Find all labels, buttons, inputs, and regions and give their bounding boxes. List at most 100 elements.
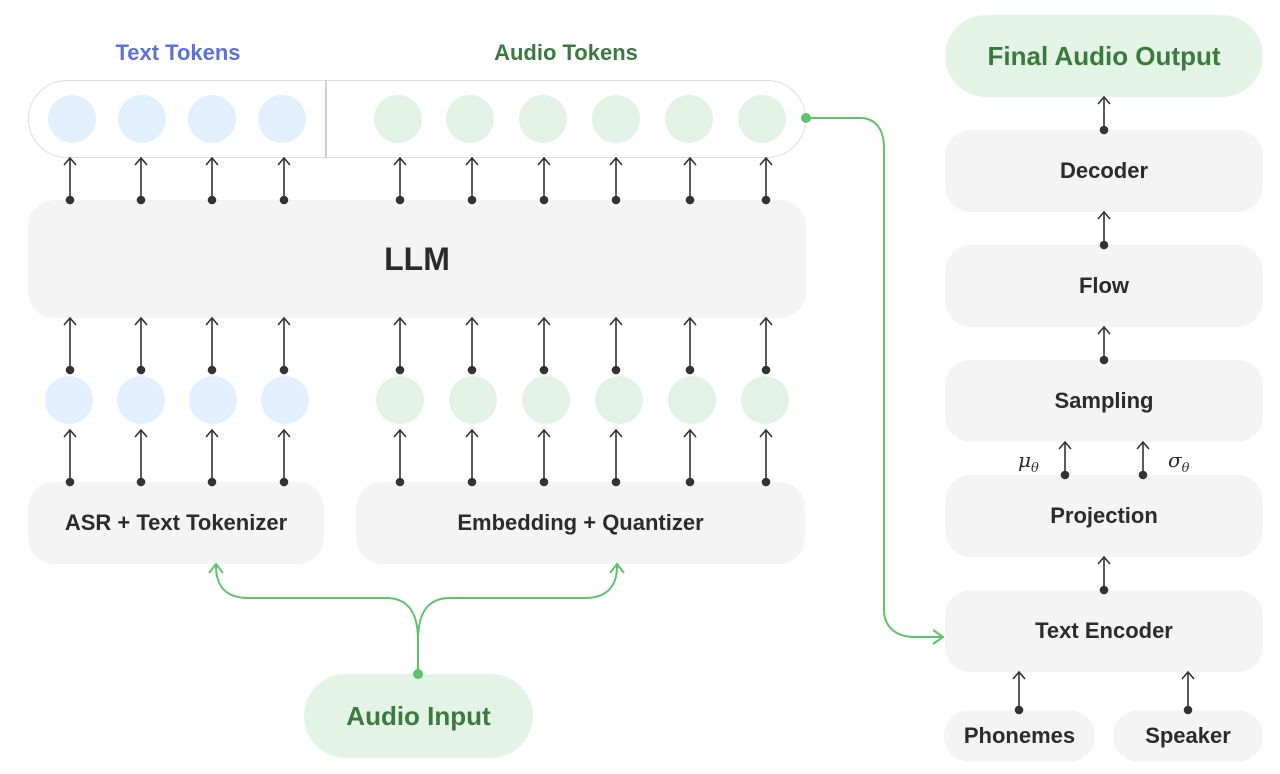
text-tokens-header: Text Tokens <box>115 40 241 65</box>
decoder-block: Decoder <box>945 130 1263 212</box>
text-encoder-label: Text Encoder <box>1035 618 1173 643</box>
input-audio-token <box>741 376 789 424</box>
speaker-block: Speaker <box>1113 710 1263 762</box>
llm-block: LLM <box>28 200 806 318</box>
tokenizer-to-token-arrow-dot <box>611 477 621 487</box>
llm-output-arrow-dot <box>207 195 217 205</box>
llm-output-arrow-head <box>609 156 623 166</box>
audio-input-dot <box>413 669 423 679</box>
flow-label: Flow <box>1078 273 1130 298</box>
audio-input-node: Audio Input <box>304 674 533 758</box>
speaker-to-encoder-arrow-head <box>1181 670 1195 680</box>
audio-tokens-header: Audio Tokens <box>494 40 638 65</box>
embedding-quantizer-block: Embedding + Quantizer <box>356 482 805 564</box>
token-to-llm-arrow-head <box>465 316 479 326</box>
token-to-llm-arrow-dot <box>685 365 695 375</box>
token-to-llm-arrow-head <box>537 316 551 326</box>
embedding-quantizer-label: Embedding + Quantizer <box>457 510 704 535</box>
tokenizer-to-token-arrow-head <box>537 428 551 438</box>
flow-block: Flow <box>945 245 1263 327</box>
encoder-arrowhead <box>932 629 945 645</box>
projection-label: Projection <box>1050 503 1158 528</box>
output-audio-token <box>665 95 713 143</box>
token-to-llm-arrow-head <box>63 316 77 326</box>
tokenizer-to-token-arrow-dot <box>279 477 289 487</box>
phonemes-to-encoder-arrow-head <box>1012 670 1026 680</box>
output-audio-token <box>738 95 786 143</box>
token-to-llm-arrow-head <box>759 316 773 326</box>
input-text-token <box>117 376 165 424</box>
sampling-label: Sampling <box>1054 388 1154 413</box>
token-to-llm-arrow-dot <box>611 365 621 375</box>
tokenizer-to-token-arrow-head <box>759 428 773 438</box>
llm-output-arrow-head <box>465 156 479 166</box>
llm-output-arrow-head <box>759 156 773 166</box>
llm-output-arrow-dot <box>467 195 477 205</box>
tokenizer-to-token-arrow-head <box>277 428 291 438</box>
final-audio-output-label: Final Audio Output <box>987 40 1221 71</box>
llm-output-arrow-head <box>393 156 407 166</box>
token-to-llm-arrow-head <box>609 316 623 326</box>
token-to-llm-arrow-dot <box>395 365 405 375</box>
token-to-llm-arrow-head <box>277 316 291 326</box>
audio-input-split-connector <box>417 565 618 674</box>
output-audio-token <box>592 95 640 143</box>
sigma-theta-label: σθ <box>1168 448 1190 476</box>
token-to-llm-arrow-head <box>393 316 407 326</box>
llm-output-arrow-head <box>63 156 77 166</box>
phonemes-to-encoder-arrow-dot <box>1014 705 1024 715</box>
tokenizer-to-token-arrow-dot <box>685 477 695 487</box>
output-audio-token <box>519 95 567 143</box>
llm-output-arrow-dot <box>761 195 771 205</box>
llm-output-arrow-dot <box>539 195 549 205</box>
audio-input-label: Audio Input <box>346 700 491 731</box>
sampling-block: Sampling <box>945 360 1263 442</box>
input-text-token <box>189 376 237 424</box>
tokenizer-to-token-arrow-head <box>683 428 697 438</box>
text-encoder-block: Text Encoder <box>945 590 1263 672</box>
token-to-llm-arrow-dot <box>65 365 75 375</box>
llm-output-arrow-dot <box>685 195 695 205</box>
audio-input-split-connector <box>215 565 419 641</box>
projection-block: Projection <box>945 475 1263 557</box>
decoder-to-output-arrow-dot <box>1099 125 1109 135</box>
output-text-token <box>188 95 236 143</box>
mu-arrow-dot <box>1060 470 1070 480</box>
tokenizer-to-token-arrow-dot <box>761 477 771 487</box>
tokenizer-to-token-arrow-dot <box>65 477 75 487</box>
llm-output-arrow-head <box>537 156 551 166</box>
output-text-token <box>258 95 306 143</box>
input-audio-token <box>449 376 497 424</box>
phonemes-label: Phonemes <box>963 723 1076 748</box>
tokenizer-to-token-arrow-head <box>393 428 407 438</box>
encoder-to-projection-arrow-dot <box>1099 585 1109 595</box>
tokenizer-to-token-arrow-head <box>609 428 623 438</box>
tokenizer-to-token-arrow-head <box>205 428 219 438</box>
input-audio-token <box>668 376 716 424</box>
llm-output-arrow-dot <box>136 195 146 205</box>
token-to-llm-arrow-dot <box>279 365 289 375</box>
sampling-to-flow-arrow-dot <box>1099 355 1109 365</box>
final-audio-output-node: Final Audio Output <box>945 15 1263 97</box>
decoder-to-output-arrow-head <box>1097 95 1111 105</box>
llm-output-arrow-dot <box>395 195 405 205</box>
phonemes-block: Phonemes <box>944 710 1095 762</box>
flow-to-decoder-arrow-head <box>1097 210 1111 220</box>
speaker-to-encoder-arrow-dot <box>1183 705 1193 715</box>
asr-text-tokenizer-label: ASR + Text Tokenizer <box>64 510 288 535</box>
llm-output-arrow-dot <box>611 195 621 205</box>
token-to-llm-arrow-dot <box>467 365 477 375</box>
tokenizer-to-token-arrow-dot <box>207 477 217 487</box>
audio-token-to-encoder-connector <box>806 117 942 638</box>
token-to-llm-arrow-dot <box>761 365 771 375</box>
tokenizer-to-token-arrow-head <box>134 428 148 438</box>
input-audio-token <box>376 376 424 424</box>
tokenizer-to-token-arrow-dot <box>539 477 549 487</box>
tokenizer-to-token-arrow-head <box>63 428 77 438</box>
tokenizer-to-token-arrow-dot <box>467 477 477 487</box>
input-text-token <box>45 376 93 424</box>
output-audio-token <box>374 95 422 143</box>
input-audio-token <box>522 376 570 424</box>
sampling-to-flow-arrow-head <box>1097 325 1111 335</box>
